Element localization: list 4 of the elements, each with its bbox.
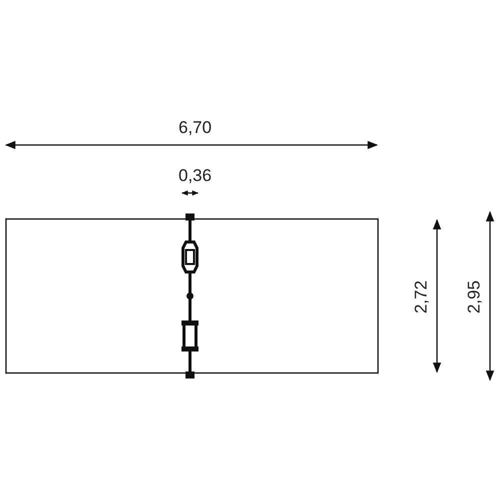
dimension-label: 2,72 xyxy=(411,280,432,314)
dimension-label: 2,95 xyxy=(464,280,484,314)
dimension-label: 6,70 xyxy=(178,118,212,138)
dimension-label: 0,36 xyxy=(178,166,212,186)
